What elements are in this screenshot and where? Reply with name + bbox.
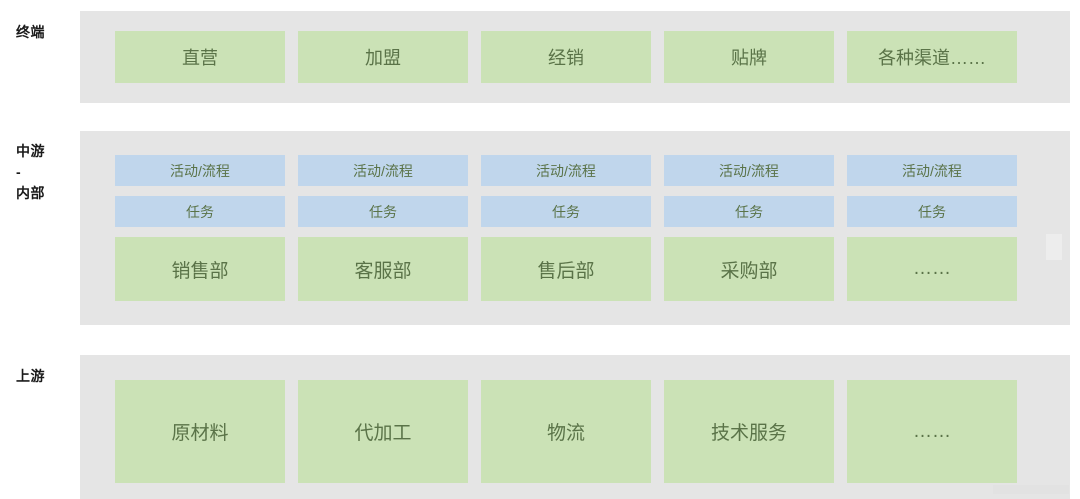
column: 技术服务 — [664, 380, 834, 483]
card-activity-process[interactable]: 活动/流程 — [115, 155, 285, 186]
band-grid-upstream: 原材料 代加工 物流 技术服务 …… — [115, 380, 1017, 483]
card-other-upstream[interactable]: …… — [847, 380, 1017, 483]
card-after-sales-dept[interactable]: 售后部 — [481, 237, 651, 301]
column-procurement: 活动/流程 任务 采购部 — [664, 155, 834, 301]
card-franchise[interactable]: 加盟 — [298, 31, 468, 83]
card-activity-process[interactable]: 活动/流程 — [298, 155, 468, 186]
card-task[interactable]: 任务 — [664, 196, 834, 227]
card-sales-dept[interactable]: 销售部 — [115, 237, 285, 301]
column: 各种渠道…… — [847, 31, 1017, 83]
card-customer-service-dept[interactable]: 客服部 — [298, 237, 468, 301]
column: …… — [847, 380, 1017, 483]
card-contract-manufacturing[interactable]: 代加工 — [298, 380, 468, 483]
band-upstream: 上游 原材料 代加工 物流 技术服务 …… — [0, 355, 1080, 499]
card-task[interactable]: 任务 — [115, 196, 285, 227]
column: 代加工 — [298, 380, 468, 483]
column-other: 活动/流程 任务 …… — [847, 155, 1017, 301]
card-activity-process[interactable]: 活动/流程 — [481, 155, 651, 186]
band-body-midstream: 活动/流程 任务 销售部 活动/流程 任务 客服部 活动/流程 任务 售后部 活… — [80, 131, 1070, 325]
band-label-line: 内部 — [16, 185, 45, 201]
band-midstream: 中游 - 内部 活动/流程 任务 销售部 活动/流程 任务 客服部 活动/流程 … — [0, 131, 1080, 325]
column: 物流 — [481, 380, 651, 483]
card-logistics[interactable]: 物流 — [481, 380, 651, 483]
card-other-dept[interactable]: …… — [847, 237, 1017, 301]
band-body-upstream: 原材料 代加工 物流 技术服务 …… — [80, 355, 1070, 499]
band-body-terminal: 直营 加盟 经销 贴牌 各种渠道…… — [80, 11, 1070, 103]
column: 贴牌 — [664, 31, 834, 83]
card-task[interactable]: 任务 — [847, 196, 1017, 227]
card-raw-materials[interactable]: 原材料 — [115, 380, 285, 483]
column: 经销 — [481, 31, 651, 83]
card-distribution[interactable]: 经销 — [481, 31, 651, 83]
column-customer-service: 活动/流程 任务 客服部 — [298, 155, 468, 301]
column-sales: 活动/流程 任务 销售部 — [115, 155, 285, 301]
band-label-terminal: 终端 — [16, 24, 45, 40]
card-other-channels[interactable]: 各种渠道…… — [847, 31, 1017, 83]
band-label-line: 中游 — [16, 143, 45, 159]
card-oem-brand[interactable]: 贴牌 — [664, 31, 834, 83]
band-label-midstream: 中游 - 内部 — [16, 141, 74, 204]
column: 加盟 — [298, 31, 468, 83]
card-activity-process[interactable]: 活动/流程 — [664, 155, 834, 186]
card-task[interactable]: 任务 — [298, 196, 468, 227]
card-task[interactable]: 任务 — [481, 196, 651, 227]
band-grid-terminal: 直营 加盟 经销 贴牌 各种渠道…… — [115, 31, 1017, 83]
column: 直营 — [115, 31, 285, 83]
card-direct-sales[interactable]: 直营 — [115, 31, 285, 83]
card-procurement-dept[interactable]: 采购部 — [664, 237, 834, 301]
column-after-sales: 活动/流程 任务 售后部 — [481, 155, 651, 301]
band-grid-midstream: 活动/流程 任务 销售部 活动/流程 任务 客服部 活动/流程 任务 售后部 活… — [115, 155, 1017, 301]
card-activity-process[interactable]: 活动/流程 — [847, 155, 1017, 186]
column: 原材料 — [115, 380, 285, 483]
band-label-line: - — [16, 164, 22, 180]
band-label-upstream: 上游 — [16, 368, 45, 384]
card-technical-service[interactable]: 技术服务 — [664, 380, 834, 483]
band-terminal: 终端 直营 加盟 经销 贴牌 各种渠道…… — [0, 11, 1080, 103]
